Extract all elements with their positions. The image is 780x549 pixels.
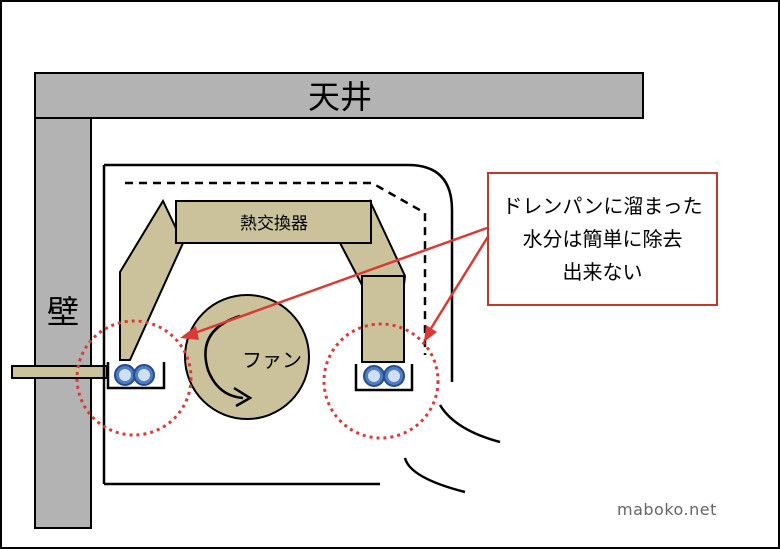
drain-pan-right xyxy=(354,364,414,392)
watermark: maboko.net xyxy=(617,500,717,519)
drain-water-left-inner-2 xyxy=(138,369,150,381)
ceiling-slab xyxy=(34,72,644,119)
callout-arrow-right xyxy=(428,234,491,331)
heat-exchanger-label: 熱交換器 xyxy=(240,214,308,234)
fan-rotation-arrow xyxy=(204,314,244,400)
callout-box: ドレンパンに溜まった 水分は簡単に除去 出来ない xyxy=(487,172,718,306)
louver-lower xyxy=(403,457,466,494)
fan-label: ファン xyxy=(242,348,302,372)
drain-water-left-inner-1 xyxy=(119,369,131,381)
drain-pan-left xyxy=(106,362,166,390)
heat-exchanger-right-block xyxy=(361,275,405,363)
filter-dashed-line xyxy=(125,181,427,355)
wall-label: 壁 xyxy=(47,293,79,331)
mounting-bracket xyxy=(11,365,108,379)
heat-exchanger-top xyxy=(175,200,372,244)
drain-water-right-inner-1 xyxy=(368,370,380,382)
unit-casing xyxy=(104,163,454,382)
wall xyxy=(34,117,92,529)
heat-exchanger-left-fin xyxy=(119,198,185,361)
ceiling-label: 天井 xyxy=(308,78,372,116)
drain-water-right-inner-2 xyxy=(388,370,400,382)
fan-rotation-arrowhead xyxy=(233,386,253,408)
callout-arrow-right-head xyxy=(424,325,437,342)
callout-text: ドレンパンに溜まった 水分は簡単に除去 出来ない xyxy=(502,193,703,284)
louver-upper xyxy=(438,404,501,444)
highlight-circle-left xyxy=(75,319,193,437)
highlight-circle-right xyxy=(322,322,440,440)
callout-arrow-left xyxy=(191,226,488,336)
callout-arrow-left-head xyxy=(180,326,199,340)
